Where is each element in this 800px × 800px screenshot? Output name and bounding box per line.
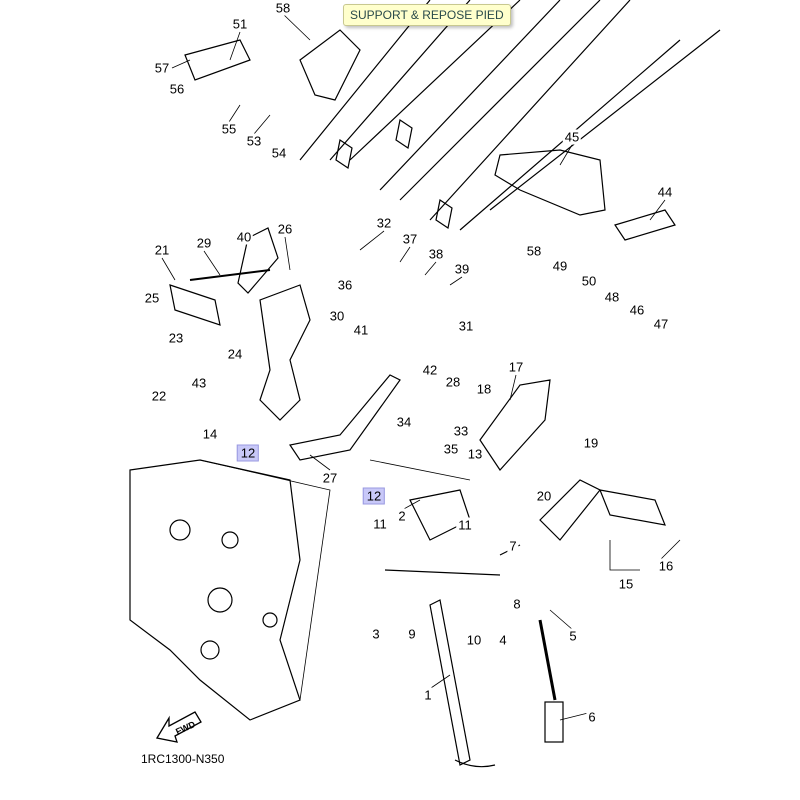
part-label-46[interactable]: 46 [627,302,647,318]
part-label-10[interactable]: 10 [464,632,484,648]
part-label-3[interactable]: 3 [370,626,382,642]
section-title-tooltip: SUPPORT & REPOSE PIED [343,4,511,26]
part-label-30[interactable]: 30 [327,308,347,324]
part-label-41[interactable]: 41 [351,322,371,338]
part-label-50[interactable]: 50 [579,273,599,289]
main-frame-left [129,459,301,721]
part-label-15[interactable]: 15 [616,576,636,592]
part-label-11[interactable]: 11 [456,517,474,533]
part-label-16[interactable]: 16 [656,558,676,574]
part-label-17[interactable]: 17 [506,359,526,375]
part-label-6[interactable]: 6 [586,709,598,725]
part-label-58[interactable]: 58 [273,0,293,16]
part-label-35[interactable]: 35 [441,441,461,457]
part-label-37[interactable]: 37 [400,231,420,247]
part-label-31[interactable]: 31 [456,318,476,334]
part-label-58[interactable]: 58 [524,243,544,259]
part-label-23[interactable]: 23 [166,330,186,346]
part-label-34[interactable]: 34 [394,414,414,430]
part-label-54[interactable]: 54 [269,145,289,161]
part-label-45[interactable]: 45 [562,129,582,145]
part-label-44[interactable]: 44 [655,184,675,200]
part-label-24[interactable]: 24 [225,346,245,362]
part-label-42[interactable]: 42 [420,362,440,378]
part-label-47[interactable]: 47 [651,316,671,332]
part-label-36[interactable]: 36 [335,277,355,293]
part-label-7[interactable]: 7 [507,538,519,554]
part-label-40[interactable]: 40 [234,229,254,245]
part-label-53[interactable]: 53 [244,133,264,149]
part-label-4[interactable]: 4 [497,632,509,648]
part-label-2[interactable]: 2 [396,508,408,524]
leader-lines [161,13,681,721]
part-label-33[interactable]: 33 [451,423,471,439]
part-label-39[interactable]: 39 [452,261,472,277]
part-label-13[interactable]: 13 [465,446,485,462]
part-label-18[interactable]: 18 [474,381,494,397]
part-label-21[interactable]: 21 [152,242,172,258]
part-label-57[interactable]: 57 [152,60,172,76]
part-label-49[interactable]: 49 [550,258,570,274]
part-label-27[interactable]: 27 [320,470,340,486]
part-label-14[interactable]: 14 [200,426,220,442]
part-label-12-highlighted[interactable]: 12 [236,444,260,462]
shift-and-brake [169,227,551,471]
part-label-11[interactable]: 11 [371,516,389,532]
rear-footrest-bracket [184,29,676,241]
part-label-5[interactable]: 5 [567,628,579,644]
part-label-32[interactable]: 32 [374,215,394,231]
part-label-48[interactable]: 48 [602,289,622,305]
part-label-51[interactable]: 51 [230,16,250,32]
part-label-22[interactable]: 22 [149,388,169,404]
diagram-code: 1RC1300-N350 [141,752,225,766]
part-label-29[interactable]: 29 [194,235,214,251]
part-label-38[interactable]: 38 [426,246,446,262]
part-label-19[interactable]: 19 [581,435,601,451]
part-label-20[interactable]: 20 [534,488,554,504]
part-label-28[interactable]: 28 [443,374,463,390]
part-label-25[interactable]: 25 [142,290,162,306]
part-label-9[interactable]: 9 [406,626,418,642]
fwd-arrow-icon: FWD [155,711,202,743]
part-label-8[interactable]: 8 [511,596,523,612]
part-label-55[interactable]: 55 [219,121,239,137]
part-label-1[interactable]: 1 [422,687,434,703]
part-label-43[interactable]: 43 [189,375,209,391]
part-label-26[interactable]: 26 [275,221,295,237]
part-label-12-highlighted[interactable]: 12 [362,487,386,505]
part-label-56[interactable]: 56 [167,81,187,97]
right-footpeg [539,479,666,541]
